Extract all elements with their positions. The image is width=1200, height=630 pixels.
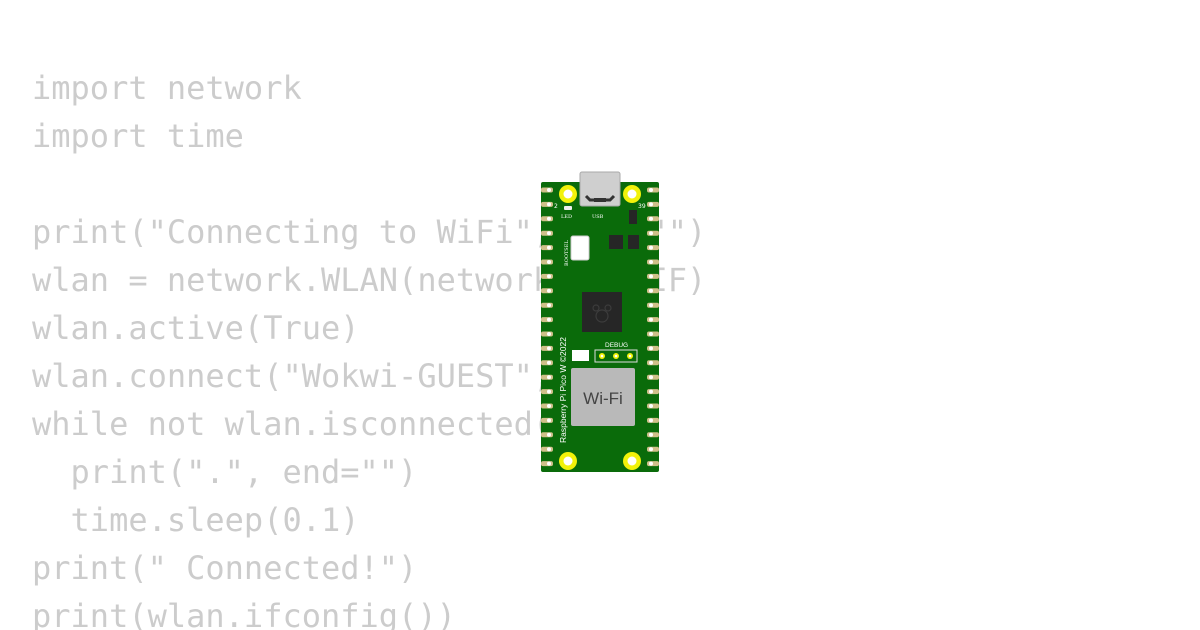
pin-hole: [547, 188, 551, 192]
pin-hole: [649, 260, 653, 264]
pin-hole: [649, 303, 653, 308]
pin-hole: [547, 432, 551, 437]
pin-hole: [547, 317, 551, 322]
pin-hole: [649, 346, 653, 351]
pin-hole: [547, 260, 551, 264]
pin-hole: [649, 375, 653, 380]
led-label: LED: [561, 214, 572, 220]
led-icon: [564, 206, 572, 210]
debug-label: DEBUG: [605, 342, 628, 349]
pin-hole: [547, 216, 551, 221]
pin-hole: [649, 432, 653, 437]
rp2040-chip-icon: [582, 292, 622, 332]
code-line: print(".", end=""): [32, 453, 418, 491]
pin-hole: [547, 418, 551, 423]
pin-header-left: [541, 187, 553, 467]
usb-connector-icon: [579, 171, 621, 207]
pin-header-right: [647, 187, 659, 467]
pin-hole: [547, 274, 551, 279]
pin-hole: [547, 231, 551, 236]
code-line: print(" Connected!"): [32, 549, 418, 587]
pin-hole: [547, 288, 551, 293]
pin-hole: [649, 274, 653, 279]
pin-hole: [649, 216, 653, 221]
code-line: wlan.active(True): [32, 309, 360, 347]
pin-hole: [649, 245, 653, 250]
pin-hole: [547, 332, 551, 336]
pico-w-board[interactable]: 2 39 LED USB BOOTSEL Raspberry Pi Pico W…: [538, 170, 662, 474]
pin-hole: [547, 389, 551, 394]
pin-hole: [649, 332, 653, 336]
pin-hole: [649, 461, 653, 466]
wifi-module: [571, 368, 635, 426]
code-line: while not wlan.isconnected():: [32, 405, 591, 443]
pin-hole: [547, 202, 551, 207]
code-line: import time: [32, 117, 244, 155]
pin-hole: [547, 404, 551, 408]
pin-label-left-top: 2: [554, 203, 558, 210]
pin-label-right-top: 39: [638, 203, 646, 210]
bootsel-label: BOOTSEL: [564, 240, 570, 266]
code-line: time.sleep(0.1): [32, 501, 360, 539]
pin-hole: [649, 317, 653, 322]
pin-hole: [649, 418, 653, 423]
code-line: import network: [32, 69, 302, 107]
pin-hole: [649, 447, 653, 452]
pin-hole: [547, 360, 551, 365]
pin-hole: [649, 389, 653, 394]
pin-hole: [649, 360, 653, 365]
bootsel-button[interactable]: [570, 235, 590, 261]
pin-hole: [649, 202, 653, 207]
debug-header[interactable]: [594, 349, 638, 363]
pin-hole: [649, 231, 653, 236]
pin-hole: [547, 245, 551, 250]
board-name: Raspberry Pi Pico W ©2022: [558, 337, 568, 443]
pin-hole: [547, 346, 551, 351]
pin-hole: [649, 404, 653, 408]
raspberry-logo-icon: [592, 304, 612, 323]
code-line: print(wlan.ifconfig()): [32, 597, 456, 630]
wifi-label: Wi-Fi: [583, 389, 623, 408]
pin-hole: [649, 288, 653, 293]
usb-label: USB: [592, 214, 604, 220]
pin-hole: [547, 447, 551, 452]
pin-hole: [547, 303, 551, 308]
pin-hole: [649, 188, 653, 192]
pin-hole: [547, 375, 551, 380]
pin-hole: [547, 461, 551, 466]
